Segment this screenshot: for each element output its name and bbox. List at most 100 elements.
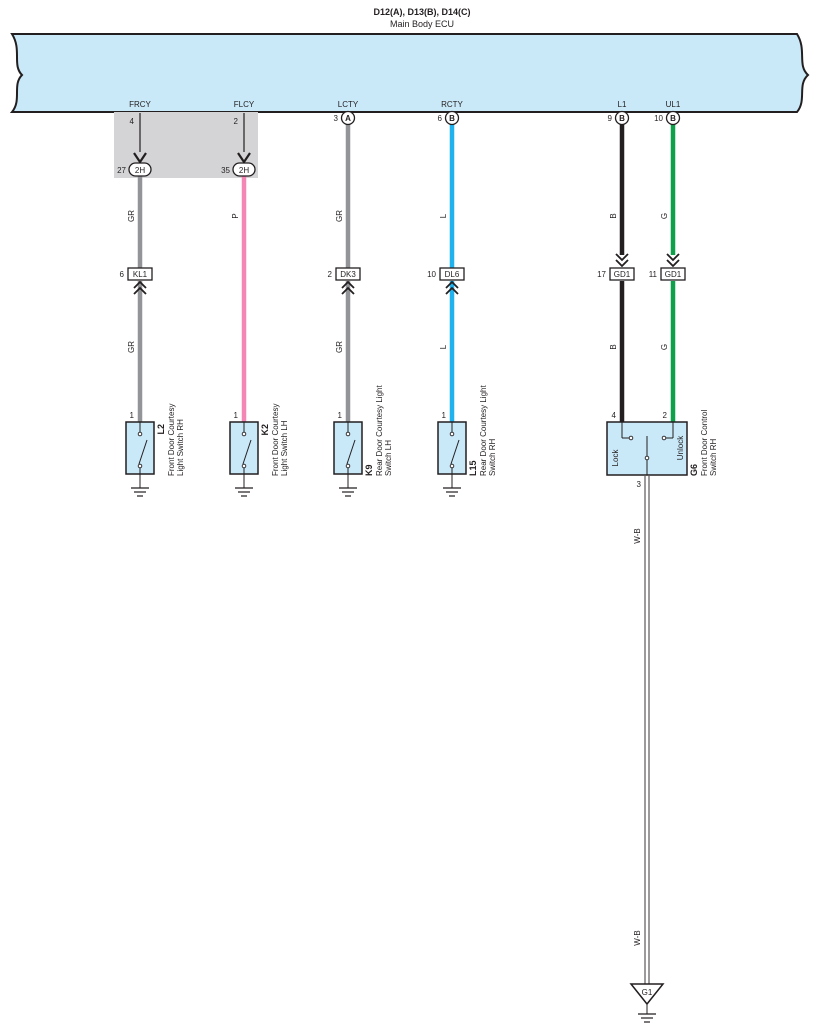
wire-label-lcty-upper: GR (335, 210, 344, 222)
ecu-body (9, 33, 810, 113)
wire-label-ul1-upper: G (660, 213, 669, 219)
wires (137, 113, 676, 984)
switch-contact-icon (450, 439, 460, 465)
ecu-connectors-label: D12(A), D13(B), D14(C) (373, 7, 470, 17)
wire-label-wb-lower: W-B (633, 930, 642, 945)
inline-connector-label: DK3 (340, 270, 356, 279)
ground-point-label: G1 (642, 988, 653, 997)
junction-pin-27: 27 (117, 166, 126, 175)
device-pin-labels: 1 1 1 1 4 2 (130, 411, 668, 420)
terminal-lcty: LCTY (338, 100, 359, 109)
device-pin-g6-unlock: 2 (663, 411, 668, 420)
inline-connector-box (335, 267, 361, 281)
ground-icon (638, 1013, 656, 1023)
inline-connector-label: DL6 (445, 270, 460, 279)
inline-connector-box (609, 267, 635, 281)
switch-name-line2: Light Switch LH (280, 420, 289, 476)
connector-marker-b-ul1 (665, 110, 681, 126)
switch-code: K9 (364, 464, 374, 476)
connector-marker-b-l1 (614, 110, 630, 126)
ecu-terminal-labels: FRCY FLCY LCTY RCTY L1 UL1 (129, 100, 681, 109)
inline-connector-dl6: DL6 10 (427, 267, 465, 295)
ground-icon (443, 487, 461, 497)
connector-marker-b-rcty-label: B (449, 114, 455, 123)
switch-k2: K2 Front Door Courtesy Light Switch LH (229, 404, 289, 497)
junction-2h-flcy: 2H 35 (221, 152, 256, 177)
ecu-pin-frcy: 4 (130, 117, 135, 126)
inline-connector-box (127, 267, 153, 281)
switch-name-line1: Rear Door Courtesy Light (479, 385, 488, 476)
device-pin-k9: 1 (338, 411, 343, 420)
switch-name-line2: Switch RH (709, 438, 718, 476)
inline-connector-box (660, 267, 686, 281)
inline-connector-pin: 10 (427, 270, 436, 279)
ground-point-g1: G1 (629, 983, 665, 1023)
terminal-flcy: FLCY (234, 100, 255, 109)
terminal-ul1: UL1 (666, 100, 681, 109)
switch-code: G6 (689, 464, 699, 476)
wire-label-l1-lower: B (609, 344, 618, 349)
switch-name-line1: Front Door Courtesy (167, 404, 176, 476)
ground-icon (339, 487, 357, 497)
switch-code: L2 (156, 424, 166, 435)
ecu-pin-lcty: 3 (334, 114, 339, 123)
switch-k9: K9 Rear Door Courtesy Light Switch LH (333, 385, 393, 497)
wire-label-l1-upper: B (609, 213, 618, 218)
ecu-connector-markers: A B B B (340, 110, 681, 126)
chevron-down-icon (615, 253, 629, 268)
junction-2h-box (232, 162, 256, 177)
switch-contact-icon (346, 439, 356, 465)
switch-code: L15 (468, 460, 478, 476)
switch-name-line1: Front Door Control (700, 410, 709, 476)
wire-label-flcy: P (231, 213, 240, 218)
terminal-frcy: FRCY (129, 100, 151, 109)
connector-marker-a-label: A (345, 114, 351, 123)
device-pin-l2: 1 (130, 411, 135, 420)
chevron-up-icon (133, 280, 147, 295)
inline-connector-dk3: DK3 2 (328, 267, 361, 295)
ecu-pin-flcy: 2 (234, 117, 239, 126)
junction-2h-box (128, 162, 152, 177)
wire-label-frcy-upper: GR (127, 210, 136, 222)
inline-connector-pin: 2 (328, 270, 333, 279)
inline-connector-pin: 6 (120, 270, 125, 279)
connector-marker-a (340, 110, 356, 126)
junction-2h-label: 2H (135, 166, 145, 175)
chevron-up-icon (445, 280, 459, 295)
chevron-up-icon (341, 280, 355, 295)
ground-icon (235, 487, 253, 497)
inline-connector-label: GD1 (614, 270, 631, 279)
wire-label-lcty-lower: GR (335, 341, 344, 353)
ground-icon (131, 487, 149, 497)
device-pin-k2: 1 (234, 411, 239, 420)
switch-name-line2: Light Switch RH (176, 419, 185, 476)
wire-label-rcty-upper: L (439, 213, 448, 218)
switch-name-line2: Switch RH (488, 438, 497, 476)
switch-name-line1: Front Door Courtesy (271, 404, 280, 476)
inline-connector-gd1-ul1: GD1 11 (649, 253, 686, 281)
wire-label-wb-upper: W-B (633, 528, 642, 543)
ecu-pin-rcty: 6 (438, 114, 443, 123)
wire-label-ul1-lower: G (660, 344, 669, 350)
switch-l15: L15 Rear Door Courtesy Light Switch RH (437, 385, 497, 497)
device-pin-l15: 1 (442, 411, 447, 420)
switch-unlock-label: Unlock (676, 435, 685, 460)
inline-connector-kl1: KL1 6 (120, 267, 153, 295)
ecu-pin-l1: 9 (608, 114, 613, 123)
switch-contact-icon (138, 439, 148, 465)
switch-contact-icon (242, 439, 252, 465)
switch-name-line2: Switch LH (384, 440, 393, 476)
ground-point-triangle (629, 983, 665, 1006)
chevron-down-icon (666, 253, 680, 268)
wire-label-rcty-lower: L (439, 344, 448, 349)
switch-l2: L2 Front Door Courtesy Light Switch RH (125, 404, 185, 497)
inline-connector-pin: 11 (649, 270, 658, 279)
wire-label-frcy-lower: GR (127, 341, 136, 353)
switch-code: K2 (260, 424, 270, 436)
junction-2h-frcy: 2H 27 (117, 152, 152, 177)
junction-arrow-icon (237, 152, 251, 164)
switch-lock-label: Lock (611, 449, 620, 467)
junction-pin-35: 35 (221, 166, 230, 175)
terminal-l1: L1 (618, 100, 627, 109)
switch-output-pin: 3 (637, 480, 642, 489)
